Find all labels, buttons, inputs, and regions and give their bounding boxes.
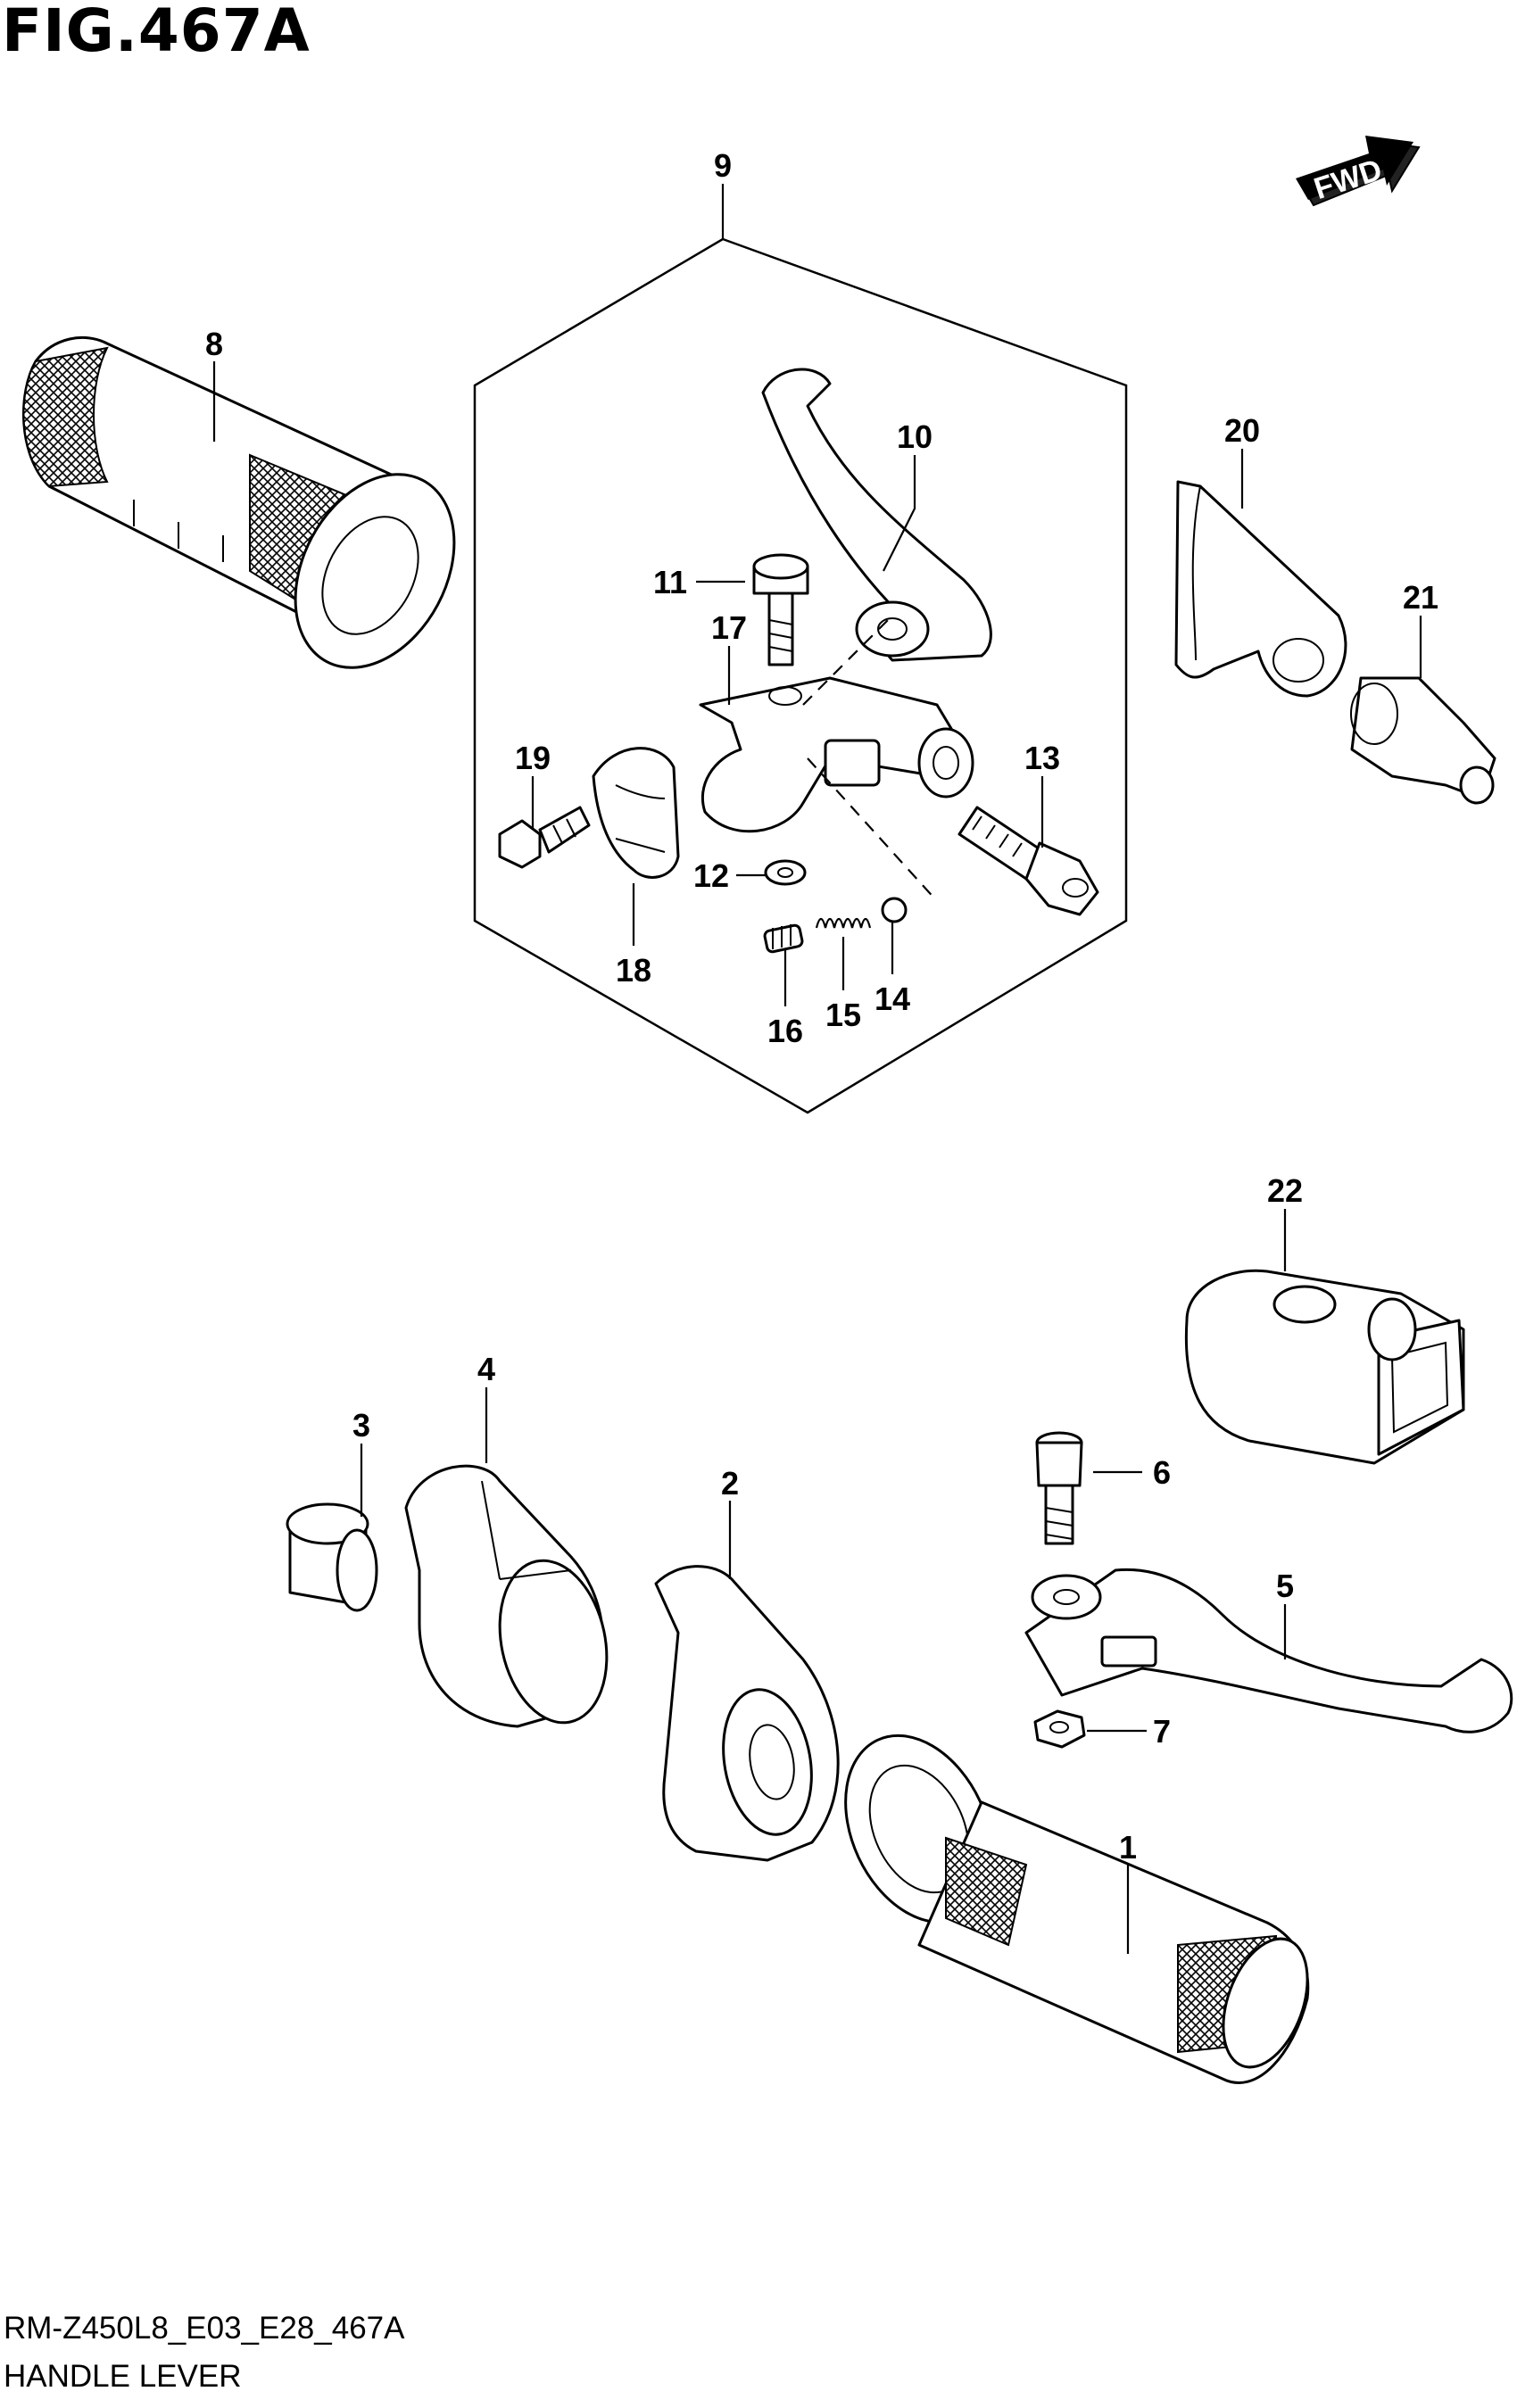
callout-10: 10 <box>897 418 933 455</box>
callout-7: 7 <box>1153 1713 1171 1750</box>
part-1-throttle-grip <box>844 1734 1310 2084</box>
part-2-throttle-housing <box>654 1565 840 1862</box>
figure-model-code: RM-Z450L8_E03_E28_467A <box>4 2311 405 2346</box>
part-19-clamp-bolt <box>498 806 591 869</box>
part-21-adjuster-knob <box>1350 676 1496 805</box>
part-17-lever-holder <box>699 676 974 833</box>
callout-21: 21 <box>1403 579 1438 616</box>
figure-title: FIG.467A <box>2 0 311 65</box>
callout-17: 17 <box>711 609 747 646</box>
part-12-nut <box>764 859 807 886</box>
part-20-lever-cover <box>1174 480 1347 698</box>
part-8-left-grip <box>22 335 456 669</box>
callout-9: 9 <box>714 147 732 184</box>
leader-lines <box>212 184 1422 1954</box>
part-3-collar <box>286 1502 378 1612</box>
callout-3: 3 <box>352 1407 370 1444</box>
part-18-clamp <box>592 747 680 879</box>
callout-16: 16 <box>767 1013 803 1049</box>
callout-14: 14 <box>875 981 910 1017</box>
assembly-9-outline <box>473 237 1128 1114</box>
figure-name: HANDLE LEVER <box>4 2359 242 2394</box>
part-5-brake-lever <box>1024 1568 1513 1734</box>
callout-8: 8 <box>205 326 223 362</box>
callout-labels: 1 2 3 4 5 6 7 8 9 10 11 12 13 14 15 16 1… <box>205 147 1438 1866</box>
callout-6: 6 <box>1153 1454 1171 1491</box>
part-4-guard <box>404 1464 609 1728</box>
callout-18: 18 <box>616 952 651 989</box>
part-15-spring <box>815 917 872 929</box>
callout-12: 12 <box>693 857 729 894</box>
callout-15: 15 <box>825 997 861 1033</box>
fwd-arrow-icon: FWD <box>1296 136 1421 207</box>
callout-19: 19 <box>515 740 551 776</box>
callout-13: 13 <box>1024 740 1060 776</box>
part-14-ball <box>881 897 908 923</box>
part-16-set-screw <box>763 923 804 954</box>
callout-2: 2 <box>721 1465 739 1502</box>
callout-20: 20 <box>1224 412 1260 449</box>
callout-5: 5 <box>1276 1568 1294 1604</box>
callout-11: 11 <box>653 564 687 600</box>
callout-4: 4 <box>477 1351 495 1387</box>
part-13-adjuster <box>957 806 1099 916</box>
part-22-cover <box>1184 1269 1465 1465</box>
callout-22: 22 <box>1267 1172 1303 1209</box>
callout-1: 1 <box>1119 1829 1137 1866</box>
part-11-pivot-bolt <box>752 553 809 666</box>
part-7-nut <box>1033 1709 1086 1749</box>
part-10-clutch-lever <box>761 368 992 662</box>
part-6-pivot-bolt <box>1035 1431 1083 1545</box>
